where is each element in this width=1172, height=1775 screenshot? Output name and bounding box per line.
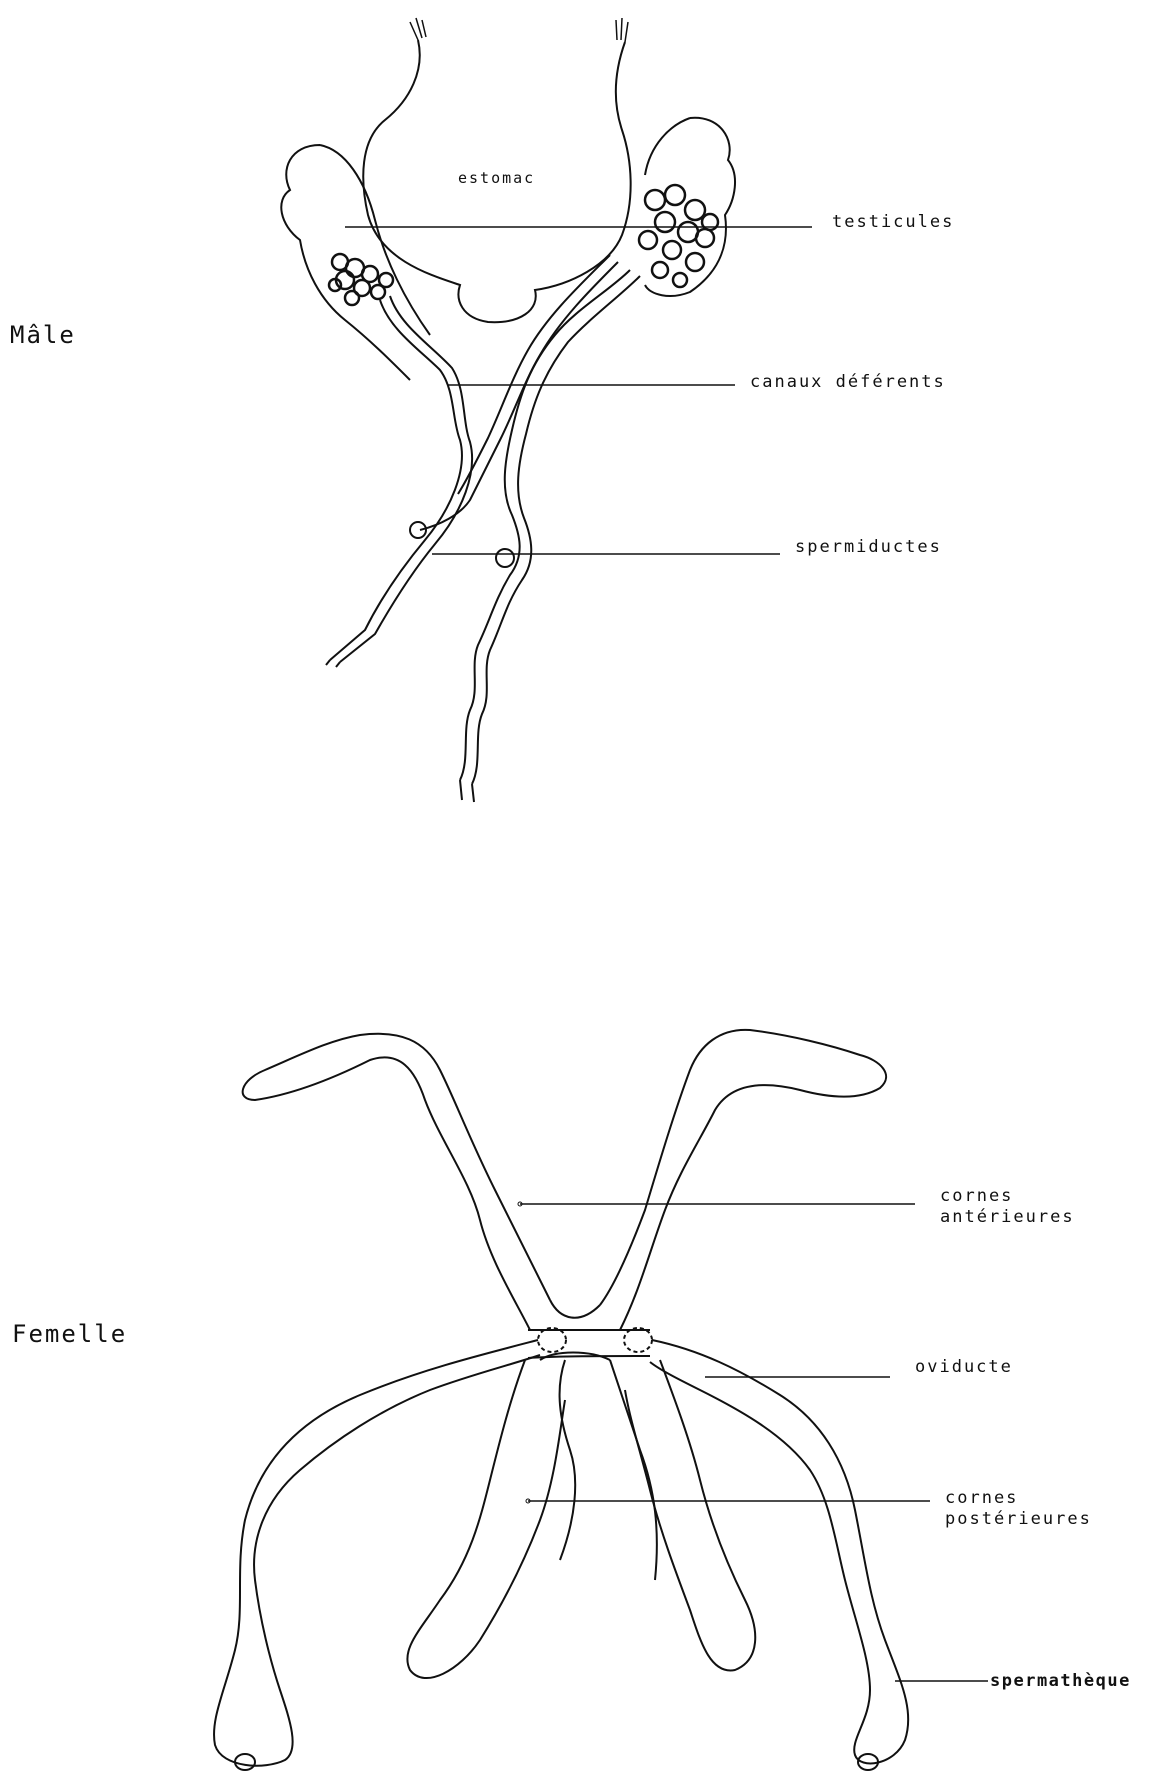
male-title: Mâle bbox=[10, 321, 76, 349]
sperm-ducts-label: spermiductes bbox=[795, 537, 942, 557]
right-oviduct bbox=[650, 1340, 908, 1763]
right-posterior-horn bbox=[625, 1360, 755, 1670]
left-testis bbox=[329, 254, 393, 305]
left-anterior-horn bbox=[243, 1034, 550, 1330]
posterior-horns-label-2: postérieures bbox=[945, 1509, 1092, 1529]
left-oviduct bbox=[214, 1340, 540, 1766]
spermatheca-label: spermathèque bbox=[990, 1671, 1131, 1691]
right-duct bbox=[460, 270, 640, 802]
left-posterior-horn-outer bbox=[407, 1360, 565, 1678]
right-oviduct-junction bbox=[624, 1328, 652, 1352]
female-diagram: Femelle cornes antérieures bbox=[12, 1030, 1131, 1770]
stomach-duct-left bbox=[410, 18, 426, 40]
female-title: Femelle bbox=[12, 1320, 127, 1348]
left-oviduct-junction bbox=[538, 1328, 566, 1352]
testes-label: testicules bbox=[832, 212, 954, 232]
right-anterior-horn bbox=[600, 1030, 886, 1330]
left-duct bbox=[326, 296, 472, 667]
oviduct-label: oviducte bbox=[915, 1357, 1013, 1377]
vas-deferens-label: canaux déférents bbox=[750, 372, 946, 392]
stomach-label: estomac bbox=[458, 169, 535, 187]
posterior-horns-label-1: cornes bbox=[945, 1488, 1018, 1508]
left-spermatheca-tip bbox=[235, 1754, 255, 1770]
right-testis bbox=[639, 185, 718, 287]
left-posterior-horn-inner bbox=[560, 1360, 657, 1580]
male-diagram: Mâle estomac bbox=[10, 18, 954, 802]
anterior-horns-label-1: cornes bbox=[940, 1186, 1013, 1206]
coil-right bbox=[496, 549, 514, 567]
stomach-duct-right bbox=[616, 18, 628, 42]
anterior-horns-label-2: antérieures bbox=[940, 1207, 1075, 1227]
